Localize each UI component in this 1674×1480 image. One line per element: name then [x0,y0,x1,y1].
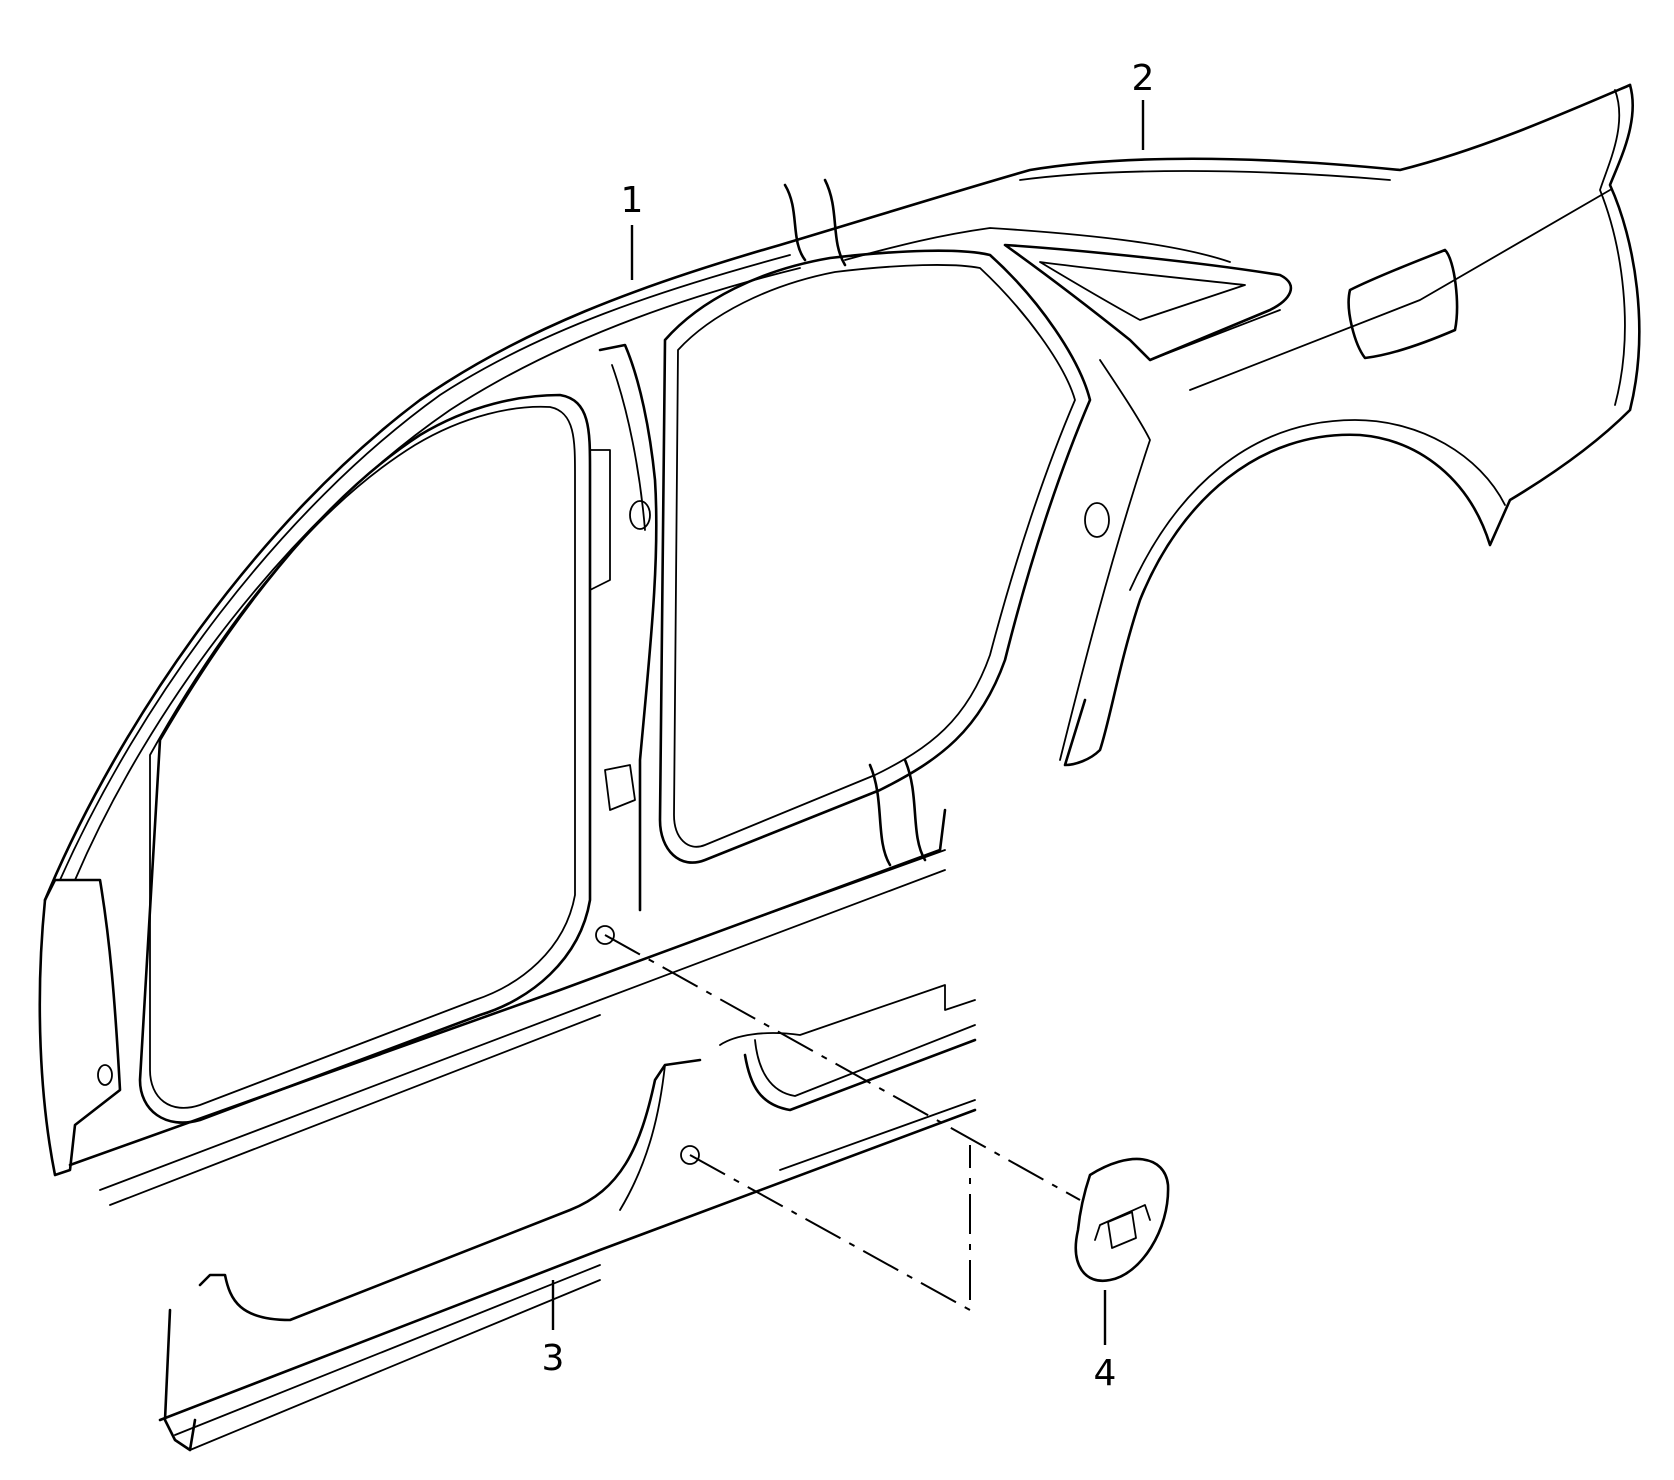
side-sill-line-3 [694,849,946,941]
sill-rear-top [719,984,976,1046]
break-mark-sill-1 [868,763,892,867]
sill-outline-top [198,1058,702,1322]
b-pillar [598,343,658,912]
side-sill-line-2 [109,1014,601,1206]
callout-3: 3 [542,1338,565,1379]
rear-quarter-outline [1063,83,1641,767]
sill-lower-edge [158,1108,977,1422]
rear-door-opening-inner [673,264,1076,848]
grommet-outline [1074,1157,1170,1283]
sill-front-end [163,1308,197,1452]
sill-lower-line-1 [174,1264,601,1436]
roof-rail-inner-3 [844,227,1231,263]
sill-rear-opening-inner [754,1024,976,1097]
sill-lower-line-2 [189,1279,601,1451]
callout-2: 2 [1132,58,1155,99]
c-pillar-hole [1084,502,1110,538]
grommet-center-frame [1094,1204,1151,1241]
c-pillar-inner [1059,359,1151,761]
break-mark-roof-1 [783,183,807,262]
panel-attachment-hole [595,925,615,945]
callout-4: 4 [1094,1353,1117,1394]
b-pillar-bracket [604,764,636,811]
fuel-door [1347,248,1459,360]
break-mark-roof-2 [823,178,847,267]
assembly-line-sill-to-bracket [689,1145,971,1312]
roof-rail-inner-1 [59,254,791,881]
break-mark-sill-2 [903,758,927,862]
front-door-opening-inner [149,405,576,1109]
b-pillar-detail-2 [589,449,611,591]
callout-1: 1 [621,180,644,221]
roof-rail-inner-4 [1019,170,1391,181]
body-side-panel [38,83,1641,1206]
roof-rail-outer [43,83,1632,902]
sill-panel [158,984,977,1452]
roof-rail-inner-2 [74,267,801,881]
side-sill-upper [68,808,947,1167]
sill-pillar-stub [619,1064,666,1211]
a-pillar-hole [97,1064,113,1086]
rear-door-opening [658,249,1092,864]
grommet-center [1107,1211,1137,1249]
quarter-window [1003,243,1293,362]
a-pillar-base [38,878,122,1177]
wheel-arch-inner [1129,419,1506,591]
quarter-window-inner [1039,261,1246,321]
sill-rear-opening [743,1038,977,1112]
sill-lower-line-3 [779,1099,976,1171]
rear-quarter-inner [1599,89,1626,406]
front-door-opening [138,393,592,1124]
beltline [1189,189,1611,391]
plug-grommet [1074,1157,1170,1283]
b-pillar-detail-1 [611,364,646,531]
b-pillar-hole [629,500,651,530]
side-sill-line-1 [99,869,946,1191]
assembly-line-panel-to-grommet [604,934,1081,1201]
sill-attachment-hole [680,1145,700,1165]
